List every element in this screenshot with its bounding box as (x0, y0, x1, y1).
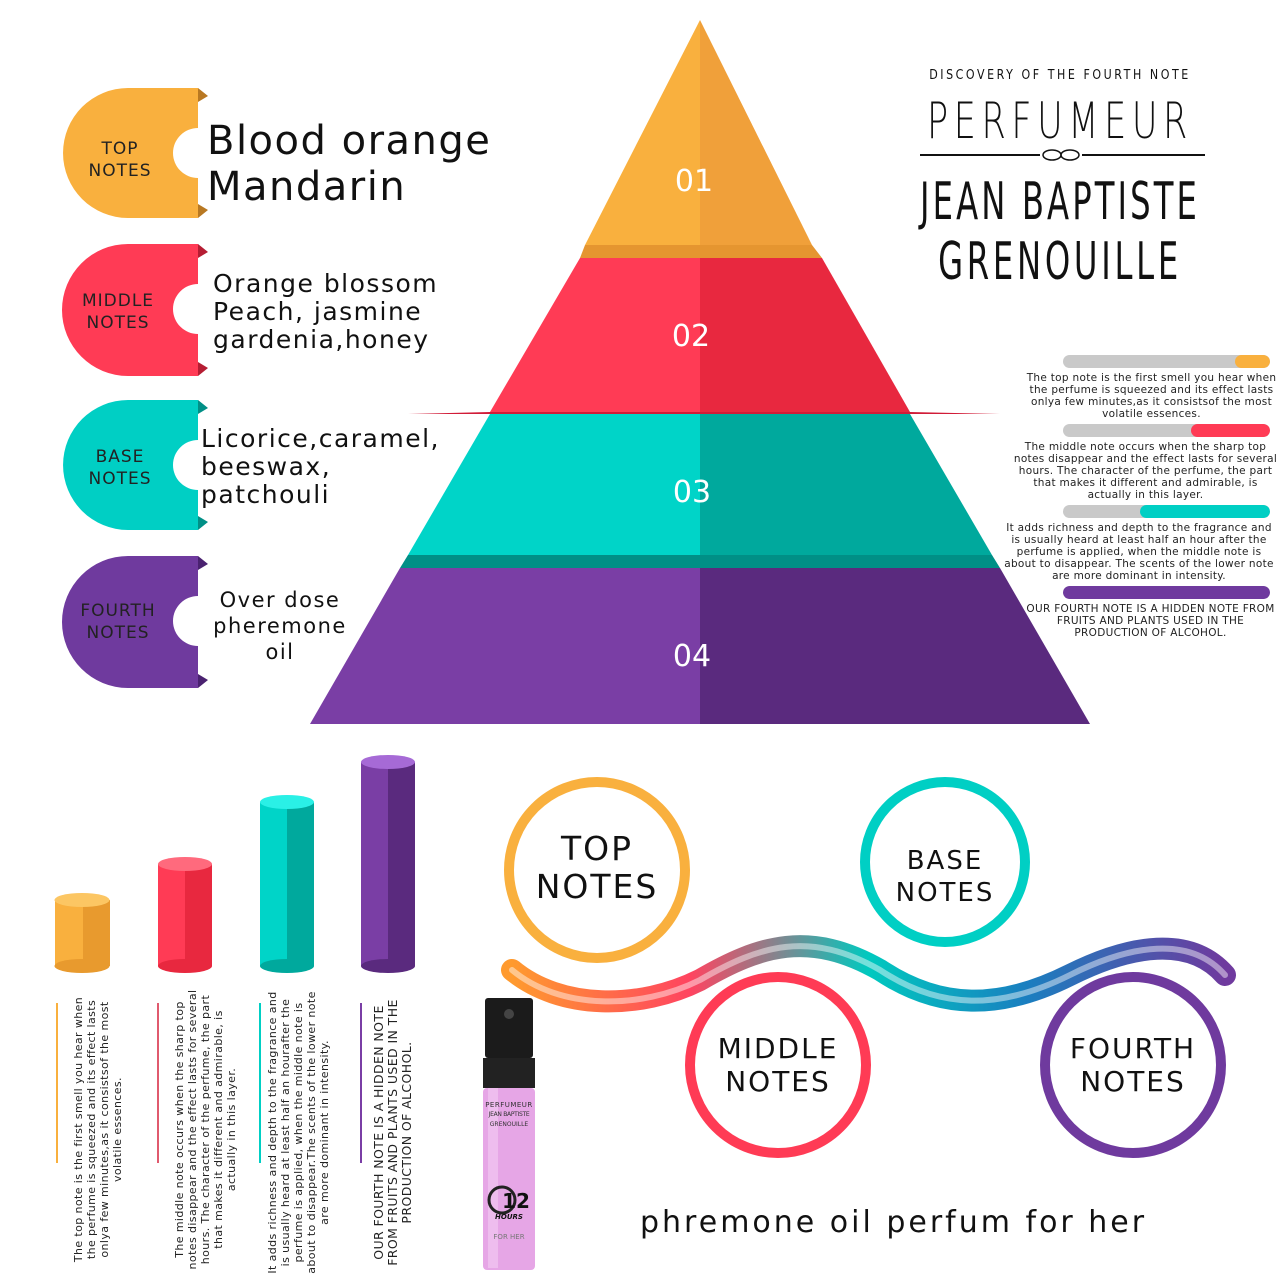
brand-name: PERFUMEUR (927, 92, 1193, 150)
perfumer-name-line2: GRENOUILLE (938, 232, 1182, 292)
cylinder-text-base: It adds richness and depth to the fragra… (266, 991, 331, 1274)
circle-middle-notes (685, 972, 871, 1158)
label-line: NOTES (88, 469, 152, 489)
label-line: NOTES (535, 867, 659, 906)
base-notes-list: Licorice,caramel, beeswax, patchouli (201, 425, 440, 509)
cylinder-fourth (361, 755, 415, 973)
label-line: TOP (560, 829, 634, 868)
top-notes-list: Blood orange Mandarin (207, 118, 491, 210)
tagline: phremone oil perfum for her (640, 1205, 1148, 1240)
label-line: NOTES (725, 1065, 831, 1098)
circle-top-notes (504, 777, 690, 963)
tier-number-03: 03 (672, 475, 712, 510)
top-note-description: The top note is the first smell you hear… (1026, 372, 1277, 420)
intensity-fill (1139, 505, 1270, 518)
note-item: gardenia,honey (213, 325, 430, 354)
cylinder-text-fourth: OUR FOURTH NOTE IS A HIDDEN NOTE FROM FR… (371, 999, 414, 1266)
label-line: NOTES (895, 878, 995, 908)
circle-base-notes (860, 777, 1030, 947)
vial-label: PERFUMEUR JEAN BAPTISTE GRENOUILLE 12 HO… (483, 1100, 535, 1242)
pyramid-tier-middle (490, 258, 910, 412)
cylinder-text-top: The top note is the first smell you hear… (72, 996, 124, 1263)
label-line: FOURTH (80, 601, 156, 621)
label-line: MIDDLE (717, 1032, 839, 1065)
vial-badge: 12 (502, 1189, 530, 1213)
note-item: Mandarin (207, 164, 407, 210)
vial-brand: PERFUMEUR (485, 1101, 533, 1109)
intensity-fill (1234, 355, 1270, 368)
vial-name-line2: GRENOUILLE (489, 1121, 529, 1128)
cylinder-base (260, 795, 314, 973)
intensity-fill (1063, 586, 1270, 599)
label-line: TOP (101, 139, 139, 159)
note-item: Licorice,caramel, (201, 424, 441, 453)
note-item: patchouli (201, 480, 331, 509)
cylinder-text-middle: The middle note occurs when the sharp to… (173, 989, 238, 1270)
intensity-fill (1191, 424, 1270, 437)
intensity-bar-top (1063, 355, 1270, 368)
fourth-notes-list: Over dose pheremone oil (200, 587, 360, 665)
label-line: BASE (906, 846, 984, 876)
vial-name-line1: JEAN BAPTISTE (488, 1111, 530, 1118)
wave-connector (501, 935, 1236, 1013)
label-line: NOTES (86, 313, 150, 333)
vial-for-her: FOR HER (493, 1233, 525, 1241)
fourth-note-description: OUR FOURTH NOTE IS A HIDDEN NOTE FROM FR… (1026, 603, 1275, 639)
pyramid-tier-top (580, 20, 822, 258)
ornament-divider (920, 149, 1205, 161)
cylinder-lines (56, 1003, 362, 1163)
note-item: pheremone (213, 614, 347, 638)
tab-shapes (62, 88, 208, 688)
tier-number-04: 04 (672, 639, 712, 674)
intensity-panel: The top note is the first smell you hear… (1000, 355, 1278, 643)
base-note-description: It adds richness and depth to the fragra… (1004, 522, 1274, 582)
label-line: BASE (95, 447, 145, 467)
note-item: beeswax, (201, 452, 332, 481)
note-item: oil (265, 640, 295, 664)
note-item: Peach, jasmine (213, 297, 423, 326)
note-item: Over dose (219, 588, 341, 612)
perfume-vial-image (483, 998, 535, 1270)
label-line: MIDDLE (81, 291, 155, 311)
label-line: NOTES (88, 161, 152, 181)
pyramid-tier-fourth (310, 555, 1090, 724)
middle-note-description: The middle note occurs when the sharp to… (1013, 441, 1278, 501)
label-line: NOTES (1080, 1065, 1186, 1098)
circle-fourth-notes (1040, 972, 1226, 1158)
note-item: Orange blossom (213, 269, 439, 298)
note-item: Blood orange (207, 118, 492, 164)
perfumer-name-line1: JEAN BAPTISTE (920, 172, 1200, 232)
middle-notes-list: Orange blossom Peach, jasmine gardenia,h… (213, 270, 438, 354)
cylinder-top (54, 893, 110, 973)
cylinder-middle (158, 857, 212, 973)
intensity-bar-base (1063, 505, 1270, 518)
pyramid-tier-base (408, 412, 1000, 555)
brand-subtitle: DISCOVERY OF THE FOURTH NOTE (929, 68, 1191, 83)
intensity-bar-middle (1063, 424, 1270, 437)
intensity-bar-fourth (1063, 586, 1270, 599)
label-line: NOTES (86, 623, 150, 643)
label-line: FOURTH (1069, 1032, 1197, 1065)
tier-number-01: 01 (674, 164, 714, 199)
tier-number-02: 02 (671, 319, 711, 354)
vial-badge-sub: HOURS (495, 1213, 523, 1221)
